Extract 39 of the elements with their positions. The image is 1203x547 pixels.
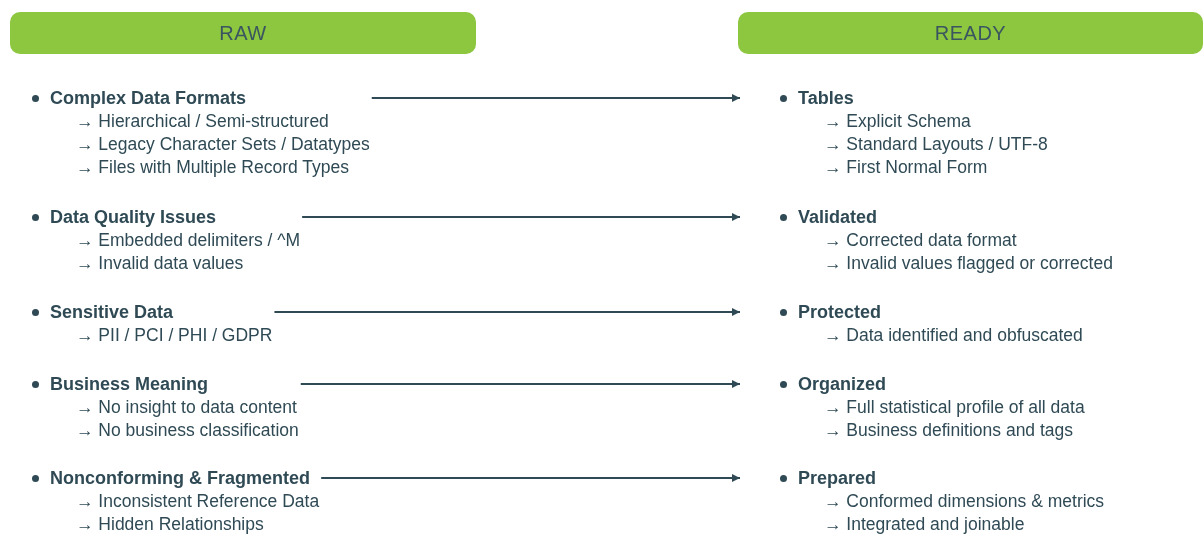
- item-heading: Organized: [798, 373, 886, 395]
- item-detail: → Hidden Relationships: [76, 513, 264, 536]
- item-detail: → Explicit Schema: [824, 110, 971, 133]
- item-heading: Tables: [798, 87, 854, 109]
- item-heading: Prepared: [798, 467, 877, 489]
- item-heading: Business Meaning: [50, 373, 209, 395]
- item-detail: → Legacy Character Sets / Datatypes: [76, 133, 370, 156]
- item-detail: → Conformed dimensions & metrics: [824, 490, 1105, 513]
- header-label: RAW: [219, 21, 267, 45]
- item-detail: → Invalid values flagged or corrected: [824, 252, 1113, 275]
- item-detail: → Integrated and joinable: [824, 513, 1025, 536]
- item-detail: → Inconsistent Reference Data: [76, 490, 320, 513]
- header-label: READY: [934, 21, 1007, 45]
- arrow: [273, 308, 741, 316]
- item-heading: Protected: [798, 301, 882, 323]
- arrow: [301, 213, 741, 221]
- item-detail: → Files with Multiple Record Types: [76, 156, 349, 179]
- item-detail: → Full statistical profile of all data: [824, 396, 1085, 419]
- arrow: [299, 380, 741, 388]
- item-detail: → Data identified and obfuscated: [824, 324, 1083, 347]
- arrow: [320, 474, 741, 482]
- arrow: [370, 94, 741, 102]
- item-detail: → Business definitions and tags: [824, 419, 1074, 442]
- item-heading: Sensitive Data: [50, 301, 174, 323]
- item-detail: → No business classification: [76, 419, 299, 442]
- item-heading: Nonconforming & Fragmented: [50, 467, 310, 489]
- header-band: [10, 12, 476, 54]
- item-detail: → Standard Layouts / UTF-8: [824, 133, 1048, 156]
- item-heading: Data Quality Issues: [50, 206, 217, 228]
- header-band: [738, 12, 1203, 54]
- item-detail: → Embedded delimiters / ^M: [76, 229, 301, 252]
- item-detail: → Invalid data values: [76, 252, 244, 275]
- item-detail: → First Normal Form: [824, 156, 988, 179]
- item-heading: Complex Data Formats: [50, 87, 247, 109]
- item-heading: Validated: [798, 206, 878, 228]
- item-detail: → Corrected data format: [824, 229, 1017, 252]
- item-detail: → Hierarchical / Semi-structured: [76, 110, 329, 133]
- item-detail: → PII / PCI / PHI / GDPR: [76, 324, 273, 347]
- item-detail: → No insight to data content: [76, 396, 297, 419]
